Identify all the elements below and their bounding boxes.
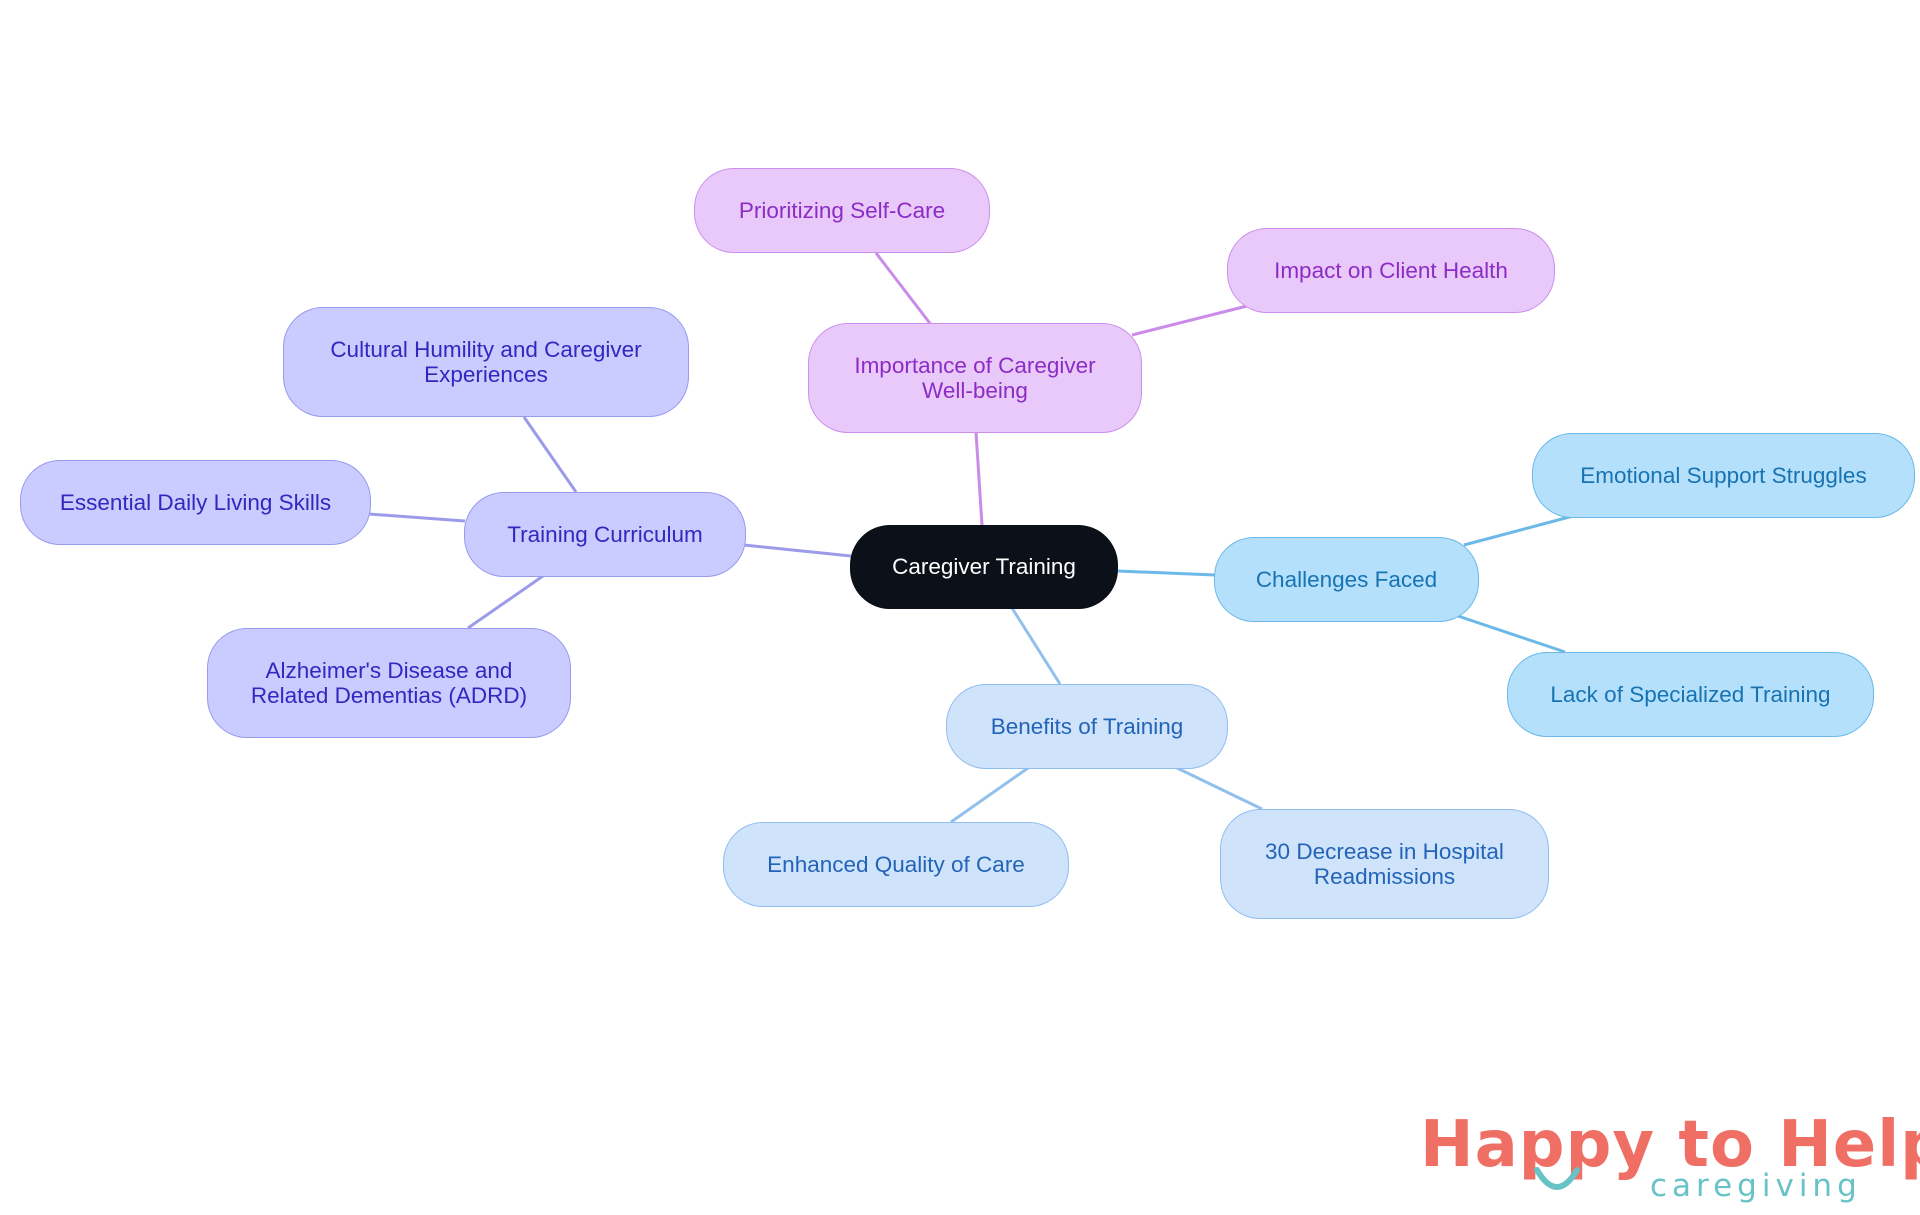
link-benefits-quality: [950, 766, 1029, 824]
logo-subtitle: caregiving: [1650, 1168, 1862, 1204]
logo-title: Happy to Help: [1420, 1108, 1920, 1182]
node-specialized: Lack of Specialized Training: [1507, 652, 1874, 737]
brand-logo: Happy to Help caregiving: [1420, 1108, 1920, 1204]
node-clienthealth: Impact on Client Health: [1227, 228, 1555, 313]
link-challenges-emotional: [1463, 514, 1574, 547]
link-wellbeing-clienthealth: [1131, 304, 1248, 337]
node-emotional: Emotional Support Struggles: [1532, 433, 1915, 518]
node-readmissions: 30 Decrease in Hospital Readmissions: [1220, 809, 1549, 919]
node-wellbeing: Importance of Caregiver Well-being: [808, 323, 1142, 433]
link-wellbeing-selfcare: [874, 252, 934, 327]
smile-icon: [1534, 1167, 1580, 1190]
link-root-wellbeing: [974, 431, 984, 526]
node-curriculum: Training Curriculum: [464, 492, 746, 577]
node-root: Caregiver Training: [850, 525, 1118, 609]
node-selfcare: Prioritizing Self-Care: [694, 168, 990, 253]
link-root-benefits: [1010, 607, 1062, 685]
node-challenges: Challenges Faced: [1214, 537, 1479, 622]
node-dailyliving: Essential Daily Living Skills: [20, 460, 371, 545]
link-curriculum-dailyliving: [368, 512, 466, 523]
link-curriculum-adrd: [467, 574, 544, 630]
link-root-curriculum: [743, 543, 852, 558]
node-cultural: Cultural Humility and Caregiver Experien…: [283, 307, 689, 417]
link-benefits-readmissions: [1176, 766, 1263, 811]
link-root-challenges: [1117, 569, 1216, 577]
node-adrd: Alzheimer's Disease and Related Dementia…: [207, 628, 571, 738]
link-curriculum-cultural: [522, 416, 578, 493]
link-challenges-specialized: [1457, 614, 1566, 654]
node-benefits: Benefits of Training: [946, 684, 1228, 769]
node-quality: Enhanced Quality of Care: [723, 822, 1069, 907]
